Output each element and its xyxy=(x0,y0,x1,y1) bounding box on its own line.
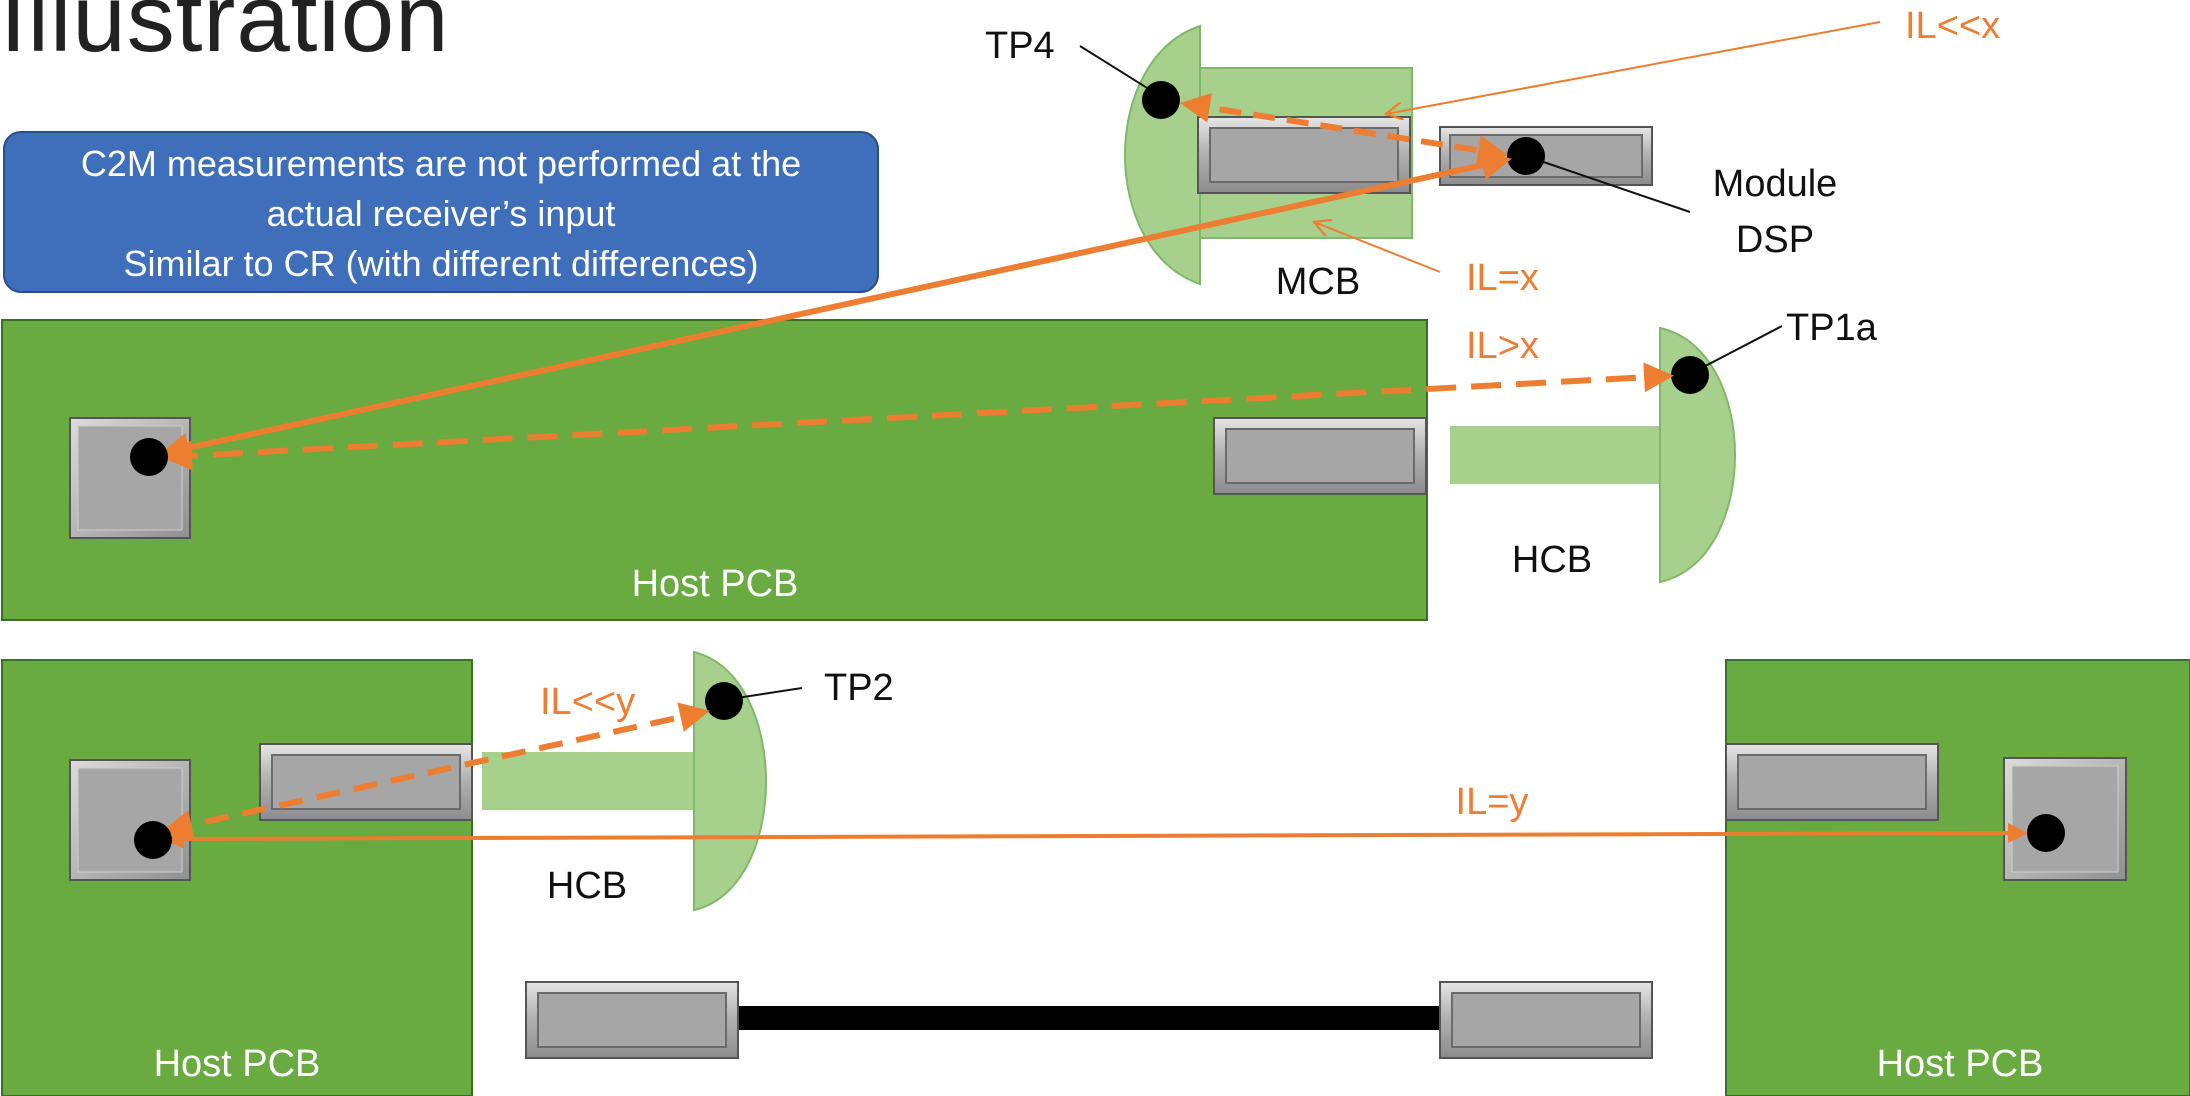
signal-dashed-host-to-tp2 xyxy=(162,702,710,840)
tp2-label: TP2 xyxy=(824,667,894,709)
host-connector-bottom-left xyxy=(259,743,473,821)
module-label-line1: Module xyxy=(1713,163,1838,205)
il-eq-y-label: IL=y xyxy=(1456,781,1529,823)
cable xyxy=(736,1006,1440,1030)
module-label-line2: DSP xyxy=(1736,219,1814,261)
host-pcb-bottom-left-label: Host PCB xyxy=(154,1043,321,1085)
il-much-less-y-label: IL<<y xyxy=(540,681,635,723)
module-connector xyxy=(1439,126,1653,186)
host-chip-bottom-left-dot xyxy=(134,821,172,859)
tp4-label: TP4 xyxy=(985,25,1055,67)
slide-title: Illustration xyxy=(0,0,450,72)
host-connector-bottom-right xyxy=(1725,743,1939,821)
host-chip-top xyxy=(69,417,191,539)
cable-connector-right xyxy=(1439,981,1653,1059)
host-chip-bottom-right-dot xyxy=(2027,814,2065,852)
hcb-bottom-label: HCB xyxy=(547,865,627,907)
host-chip-bottom-right xyxy=(2003,757,2127,881)
tp4-dot xyxy=(1142,81,1180,119)
il-eq-x-label: IL=x xyxy=(1466,257,1539,299)
host-chip-top-dot xyxy=(130,438,168,476)
tp2-dot xyxy=(705,682,743,720)
host-pcb-bottom-right-label: Host PCB xyxy=(1877,1043,2044,1085)
mcb-label: MCB xyxy=(1276,261,1360,303)
il-much-less-x-pointer xyxy=(1386,21,1881,114)
module-dsp-dot xyxy=(1507,137,1545,175)
il-gt-x-label: IL>x xyxy=(1466,325,1539,367)
tp1a-dot xyxy=(1671,356,1709,394)
cable-connector-left xyxy=(525,981,739,1059)
signal-solid-host-to-host xyxy=(164,823,2028,849)
signal-dashed-host-to-tp1a xyxy=(162,362,1674,471)
hcb-top-label: HCB xyxy=(1512,539,1592,581)
mcb-connector xyxy=(1197,116,1411,194)
host-pcb-top-label: Host PCB xyxy=(632,563,799,605)
tp1a-label: TP1a xyxy=(1786,307,1878,349)
il-much-less-x-label: IL<<x xyxy=(1905,5,2000,47)
module-dsp-leader xyxy=(1525,155,1691,213)
signal-dashed-tp4-module xyxy=(1180,92,1508,166)
host-connector-top xyxy=(1213,417,1427,495)
host-chip-bottom-left xyxy=(69,759,191,881)
